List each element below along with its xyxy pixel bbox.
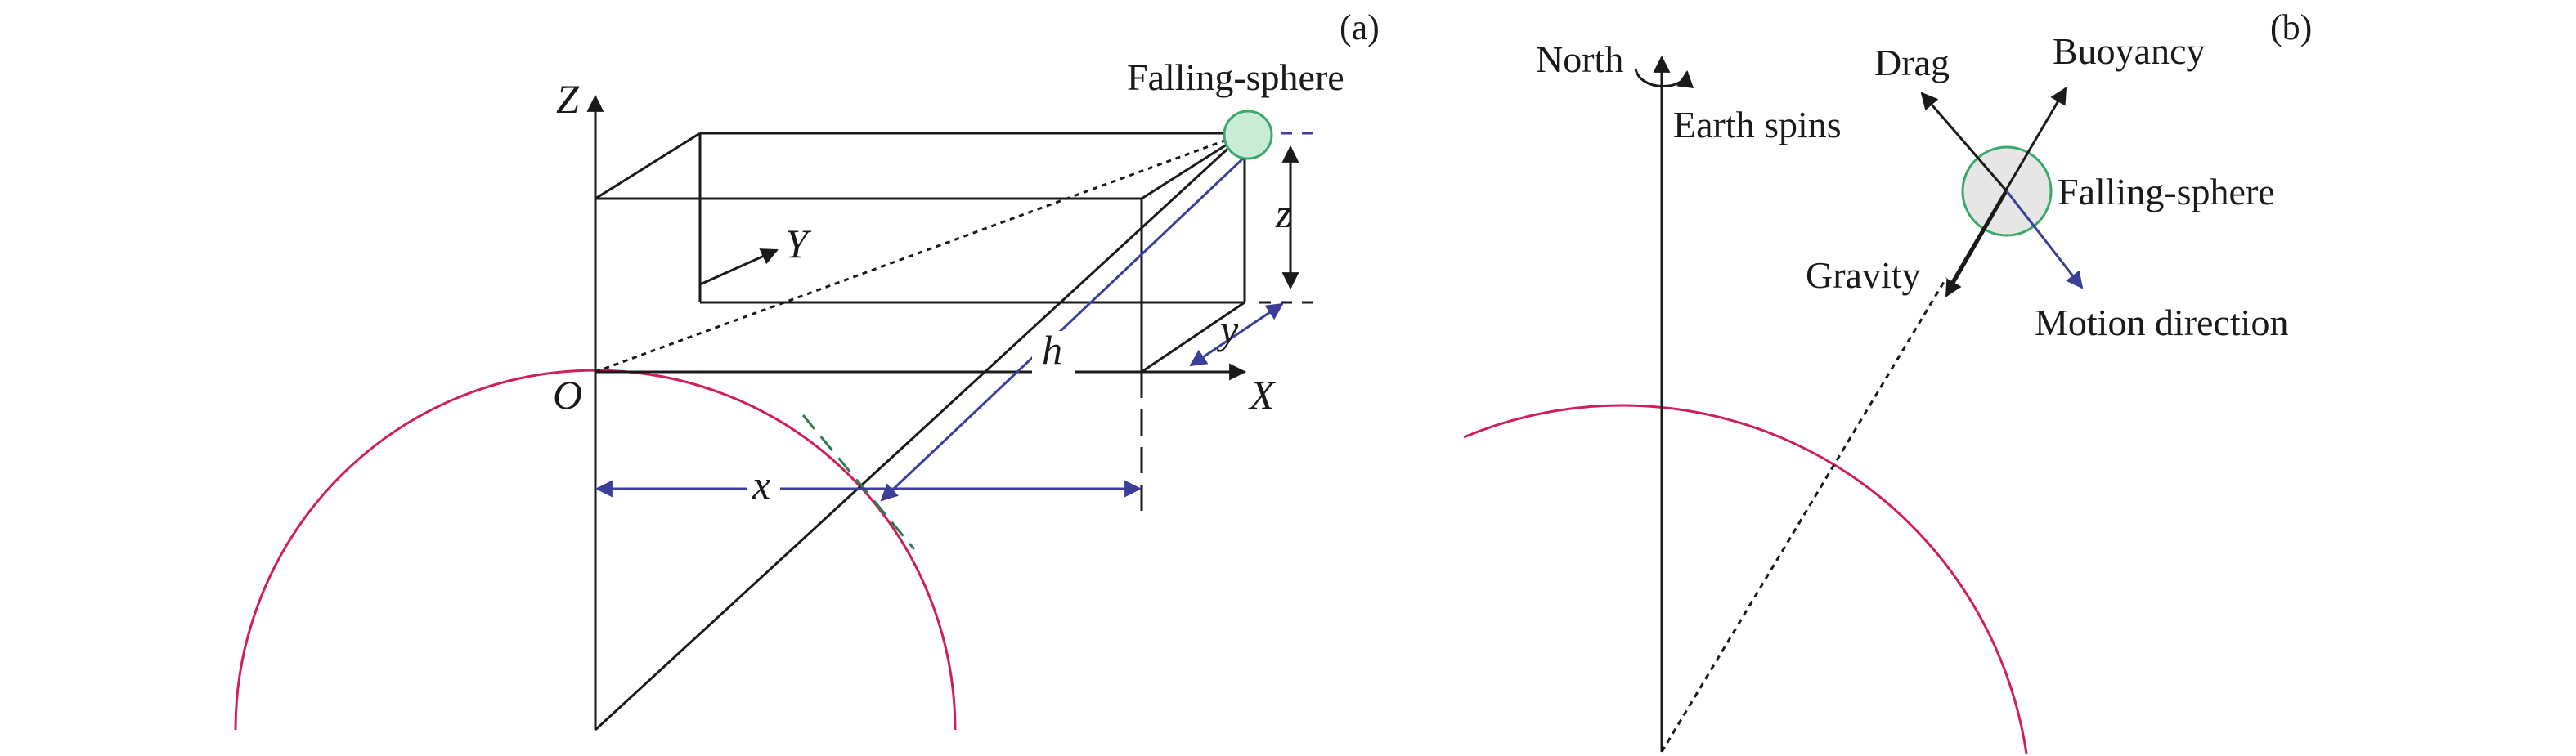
drag-arrow: [1920, 92, 2008, 192]
z-dim-label: z: [1275, 190, 1291, 236]
motion-direction-label: Motion direction: [2035, 302, 2288, 343]
earth-radius-line: [594, 132, 1246, 731]
drag-label: Drag: [1874, 42, 1950, 83]
falling-sphere-a-label: Falling-sphere: [1127, 56, 1344, 98]
falling-sphere-b-label: Falling-sphere: [2058, 171, 2275, 212]
x-label-bg: [747, 466, 780, 505]
y-axis: [699, 248, 779, 286]
gravity-label: Gravity: [1806, 254, 1921, 296]
buoyancy-arrow: [1948, 87, 2067, 287]
x-dim-label: x: [752, 462, 770, 508]
center-to-sphere-dotted-line: [1660, 277, 1948, 753]
earth-spin-arrow-icon: [1634, 68, 1694, 89]
h-dimension-arrow: [880, 141, 1261, 502]
gravity-arrow: [1945, 190, 2008, 297]
panel-a: (a) Z X Y O: [234, 7, 1380, 731]
z-axis-label: Z: [556, 76, 580, 122]
panel-a-label: (a): [1340, 7, 1380, 47]
falling-sphere-a: [1223, 110, 1273, 160]
panel-b-label: (b): [2270, 7, 2312, 47]
h-label-bg: [1032, 331, 1075, 378]
earth-spins-label: Earth spins: [1673, 104, 1842, 145]
y-axis-label: Y: [785, 221, 812, 266]
y-dim-label: y: [1216, 306, 1239, 352]
origin-to-sphere-dotted-line: [595, 132, 1245, 374]
north-label: North: [1536, 38, 1623, 80]
panel-b: (b) North Earth spins Drag Buoyancy Fall…: [1463, 7, 2312, 754]
earth-surface-arc-b: [1463, 404, 2028, 754]
origin-label: O: [553, 372, 582, 418]
tangent-dashed-line: [801, 414, 916, 550]
y-dimension-arrow: [1189, 302, 1284, 367]
x-axis-label: X: [1248, 372, 1277, 418]
motion-direction-arrow: [2005, 190, 2084, 289]
buoyancy-label: Buoyancy: [2053, 30, 2206, 72]
h-label: h: [1042, 327, 1062, 373]
